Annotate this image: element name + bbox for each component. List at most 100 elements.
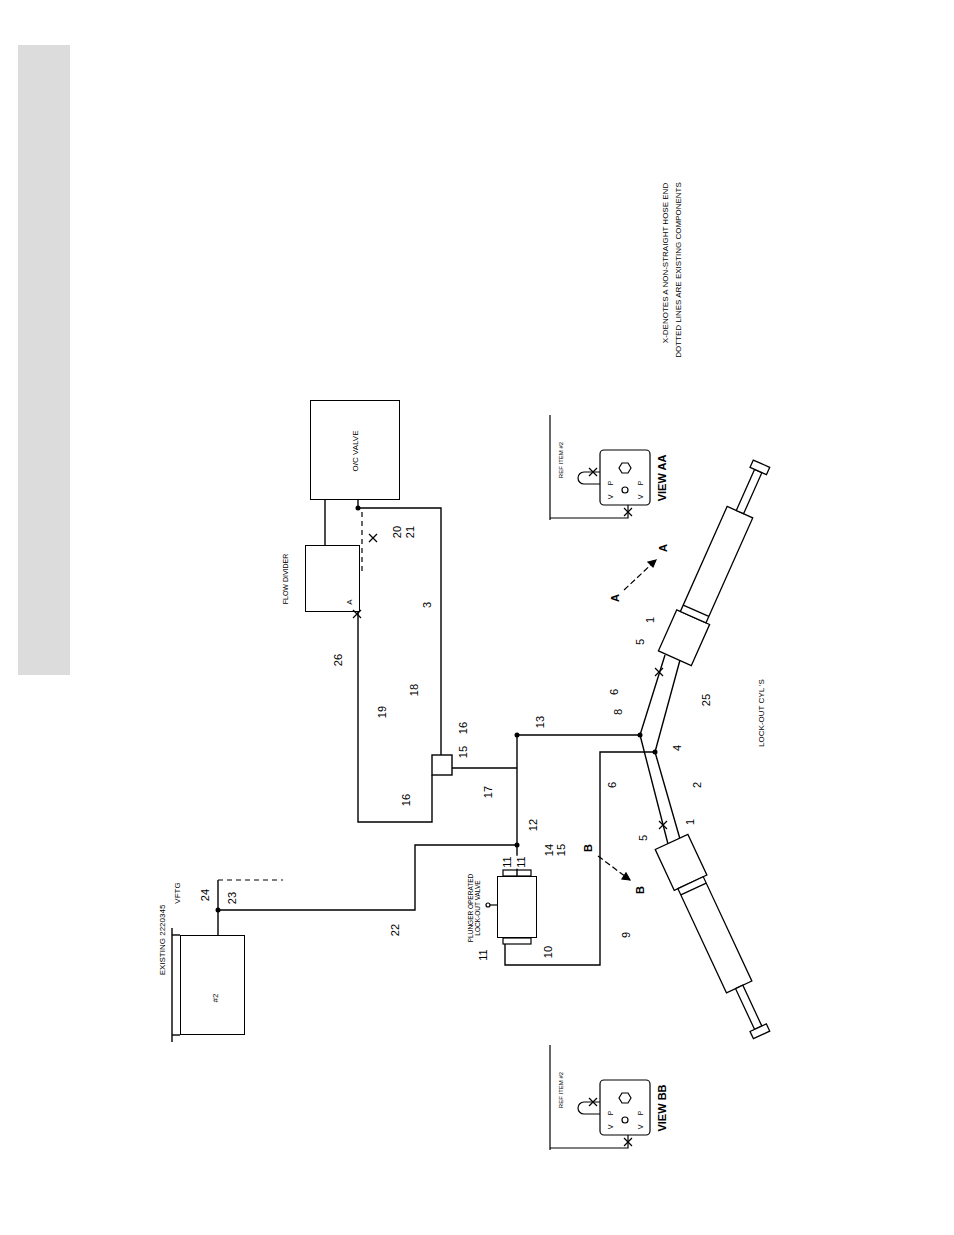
callout-number: 23 bbox=[227, 891, 238, 905]
detail-view bbox=[589, 468, 597, 476]
valve-symbol bbox=[503, 938, 531, 944]
hydraulic-line bbox=[452, 767, 517, 768]
detail-view bbox=[549, 415, 550, 520]
component-label: PLUNGER OPERATED LOCK-OUT VALVE bbox=[468, 872, 482, 944]
callout-number: 1 bbox=[645, 616, 656, 624]
callout-number: 10 bbox=[543, 945, 554, 959]
note-text: EXISTING 2220345 bbox=[159, 904, 167, 977]
note-text: X-DENOTES A NON-STRAIGHT HOSE END bbox=[662, 182, 670, 344]
detail-view bbox=[624, 508, 632, 516]
cylinder bbox=[750, 460, 770, 475]
detail-view bbox=[550, 415, 650, 520]
callout-number: 4 bbox=[672, 744, 683, 752]
callout-number: 16 bbox=[401, 793, 412, 807]
note-text: B bbox=[583, 843, 594, 853]
callout-number: 6 bbox=[607, 781, 618, 789]
hydraulic-line bbox=[505, 752, 655, 965]
callout-number: 6 bbox=[609, 688, 620, 696]
cylinder bbox=[681, 883, 706, 895]
callout-number: 20 bbox=[392, 525, 403, 539]
callout-number: 16 bbox=[458, 721, 469, 735]
detail-view bbox=[600, 450, 650, 505]
hose-end-mark bbox=[369, 534, 377, 542]
junction-dot bbox=[638, 733, 643, 738]
hydraulic-line bbox=[217, 880, 218, 910]
hose-end-mark bbox=[353, 534, 667, 829]
note-text: P bbox=[637, 1110, 644, 1117]
note-text: P bbox=[607, 480, 614, 487]
note-text: B bbox=[635, 885, 646, 895]
callout-number: 1 bbox=[685, 818, 696, 826]
component-box: PLUNGER OPERATED LOCK-OUT VALVE bbox=[497, 876, 537, 938]
note-text: VIEW AA bbox=[657, 454, 668, 503]
junction-dot bbox=[515, 733, 520, 738]
tank-flange bbox=[172, 928, 180, 1042]
hose-end-mark bbox=[655, 668, 663, 676]
callout-number: 21 bbox=[405, 525, 416, 539]
component-box: O/C VALVE bbox=[310, 400, 400, 500]
cylinder bbox=[750, 1024, 770, 1039]
section-arrow bbox=[624, 560, 656, 590]
cylinder bbox=[683, 605, 709, 616]
hydraulic-line bbox=[218, 500, 680, 965]
valve-symbol bbox=[486, 870, 531, 944]
note-text: A bbox=[610, 593, 621, 603]
callout-number: 8 bbox=[613, 708, 624, 716]
hydraulic-connector bbox=[324, 500, 325, 545]
note-text: VIEW BB bbox=[657, 1083, 668, 1132]
callout-number: 3 bbox=[422, 601, 433, 609]
callout-number: 12 bbox=[528, 818, 539, 832]
detail-view bbox=[619, 463, 631, 473]
cylinder bbox=[678, 877, 752, 993]
callout-number: 17 bbox=[483, 785, 494, 799]
detail-view bbox=[578, 472, 600, 484]
callout-number: 25 bbox=[701, 693, 712, 707]
hydraulic-line bbox=[517, 734, 640, 735]
note-text: V bbox=[607, 494, 614, 501]
callout-number: 11 bbox=[502, 855, 513, 868]
note-text: LOCK-OUT CYL 'S bbox=[758, 678, 766, 748]
cylinder bbox=[736, 985, 762, 1029]
valve-symbol bbox=[486, 903, 490, 907]
note-text: V bbox=[607, 1124, 614, 1131]
junction-dot bbox=[356, 506, 361, 511]
callout-number: 19 bbox=[377, 705, 388, 719]
note-text: P bbox=[607, 1110, 614, 1117]
section-arrow bbox=[598, 560, 656, 880]
cylinder bbox=[680, 506, 752, 622]
note-text: V bbox=[637, 494, 644, 501]
callout-number: 5 bbox=[635, 638, 646, 646]
component-box: FLOW DIVIDERA bbox=[305, 545, 360, 612]
callout-number: 24 bbox=[200, 888, 211, 902]
section-arrow bbox=[648, 560, 656, 567]
callout-number: 22 bbox=[390, 923, 401, 937]
detail-view bbox=[550, 505, 628, 518]
cylinder bbox=[655, 834, 778, 1042]
note-text: V bbox=[637, 1124, 644, 1131]
note-text: P bbox=[637, 480, 644, 487]
existing-line bbox=[218, 879, 283, 880]
cylinder bbox=[658, 456, 778, 665]
callout-number: 13 bbox=[535, 715, 546, 729]
note-text: REF ITEM #2 bbox=[558, 441, 564, 479]
junction-dot bbox=[653, 750, 658, 755]
section-arrow bbox=[598, 856, 630, 880]
component-label: FLOW DIVIDER bbox=[282, 554, 289, 605]
junction-block bbox=[432, 755, 452, 775]
component-box: #2 bbox=[180, 935, 245, 1035]
hydraulic-line bbox=[358, 500, 441, 755]
existing-line bbox=[218, 512, 362, 880]
component-label: A bbox=[346, 599, 354, 604]
margin-band bbox=[18, 45, 70, 675]
section-arrow bbox=[622, 873, 630, 880]
component-label: O/C VALVE bbox=[352, 430, 360, 471]
tank-flange bbox=[171, 928, 172, 1042]
tank-flange bbox=[172, 1034, 180, 1035]
hose-end-mark bbox=[659, 821, 667, 829]
tank-flange bbox=[172, 934, 180, 935]
cylinder bbox=[736, 469, 762, 513]
note-text: A bbox=[658, 543, 669, 553]
callout-number: 26 bbox=[333, 653, 344, 667]
